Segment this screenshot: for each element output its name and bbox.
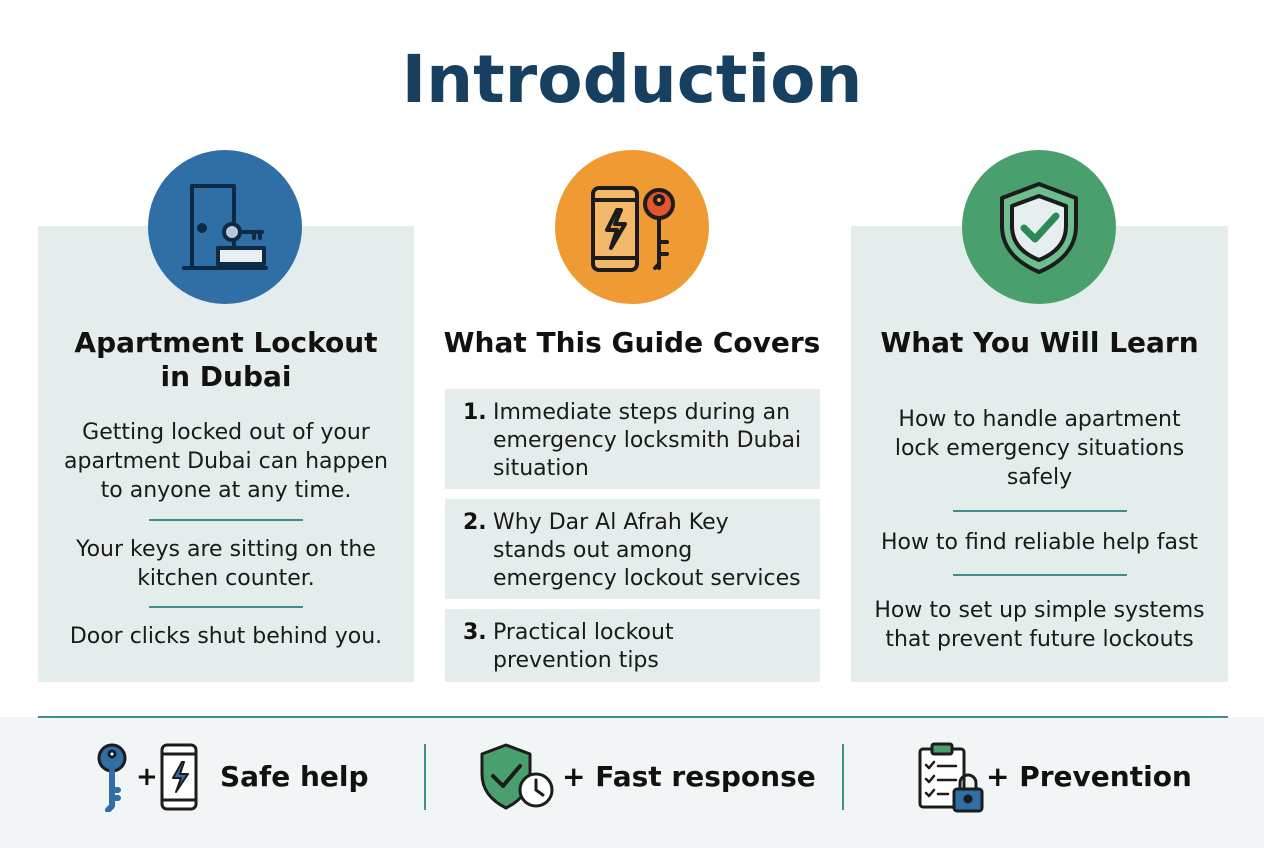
- guide-item-3: 3. Practical lockout prevention tips: [445, 609, 820, 682]
- left-heading-line-1: Apartment Lockout: [74, 326, 378, 359]
- right-divider-2: [953, 574, 1127, 576]
- item-text: Immediate steps during an emergency lock…: [493, 399, 813, 483]
- page-title: Introduction: [401, 41, 863, 118]
- left-para-3: Door clicks shut behind you.: [38, 622, 414, 651]
- item-number: 2.: [463, 510, 487, 535]
- center-heading: What This Guide Covers: [443, 326, 821, 359]
- left-divider-2: [149, 606, 303, 608]
- text-line: Getting locked out of your: [82, 420, 370, 445]
- text-line: How to set up simple systems: [874, 598, 1205, 623]
- text-line: stands out among: [493, 538, 693, 563]
- checklist-lock-icon: [918, 742, 984, 813]
- text-line: Door clicks shut behind you.: [69, 624, 383, 649]
- center-icon-circle: [555, 150, 709, 304]
- text-line: situation: [493, 456, 589, 481]
- left-para-2: Your keys are sitting on the kitchen cou…: [38, 535, 414, 593]
- footer-separator-1: [424, 744, 426, 810]
- right-para-3: How to set up simple systems that preven…: [851, 596, 1228, 654]
- right-para-1: How to handle apartment lock emergency s…: [851, 405, 1228, 492]
- text-line: apartment Dubai can happen: [64, 449, 388, 474]
- footer-label-safe-help: Safe help: [220, 760, 369, 793]
- text-line: How to find reliable help fast: [880, 530, 1199, 555]
- footer-separator-2: [842, 744, 844, 810]
- right-heading: What You Will Learn: [880, 326, 1199, 359]
- left-divider-1: [149, 519, 303, 521]
- text-line: Immediate steps during an: [493, 400, 791, 425]
- footer-bar: [0, 717, 1264, 848]
- item-text: Why Dar Al Afrah Key stands out among em…: [493, 509, 813, 593]
- text-line: emergency locksmith Dubai: [493, 428, 802, 453]
- text-line: How to handle apartment: [898, 407, 1181, 432]
- shield-clock-icon: [480, 743, 554, 810]
- text-line: safely: [1006, 465, 1073, 490]
- footer-plus-1: +: [136, 762, 158, 792]
- key-phone-icon: [97, 743, 198, 812]
- text-line: to anyone at any time.: [100, 478, 352, 503]
- footer-top-rule: [38, 716, 1228, 718]
- guide-item-1: 1. Immediate steps during an emergency l…: [445, 389, 820, 489]
- left-icon-circle: [148, 150, 302, 304]
- door-key-icon: [182, 184, 268, 270]
- text-line: Why Dar Al Afrah Key: [493, 510, 729, 535]
- right-icon-circle: [962, 150, 1116, 304]
- text-line: Practical lockout: [493, 620, 674, 645]
- text-line: emergency lockout services: [493, 566, 801, 591]
- text-line: kitchen counter.: [137, 566, 315, 591]
- item-number: 1.: [463, 400, 487, 425]
- text-line: that prevent future lockouts: [885, 627, 1194, 652]
- guide-item-2: 2. Why Dar Al Afrah Key stands out among…: [445, 499, 820, 599]
- left-heading: Apartment Lockout in Dubai: [38, 326, 414, 394]
- item-text: Practical lockout prevention tips: [493, 619, 813, 675]
- text-line: lock emergency situations: [894, 436, 1185, 461]
- footer-label-fast-response: + Fast response: [562, 760, 816, 793]
- item-number: 3.: [463, 620, 487, 645]
- left-heading-line-2: in Dubai: [160, 360, 292, 393]
- phone-key-icon: [591, 186, 675, 272]
- text-line: prevention tips: [493, 648, 659, 673]
- right-divider-1: [953, 510, 1127, 512]
- footer-label-prevention: + Prevention: [986, 760, 1192, 793]
- text-line: Your keys are sitting on the: [76, 537, 376, 562]
- right-para-2: How to find reliable help fast: [851, 528, 1228, 557]
- shield-check-icon: [1000, 182, 1078, 274]
- left-para-1: Getting locked out of your apartment Dub…: [38, 418, 414, 505]
